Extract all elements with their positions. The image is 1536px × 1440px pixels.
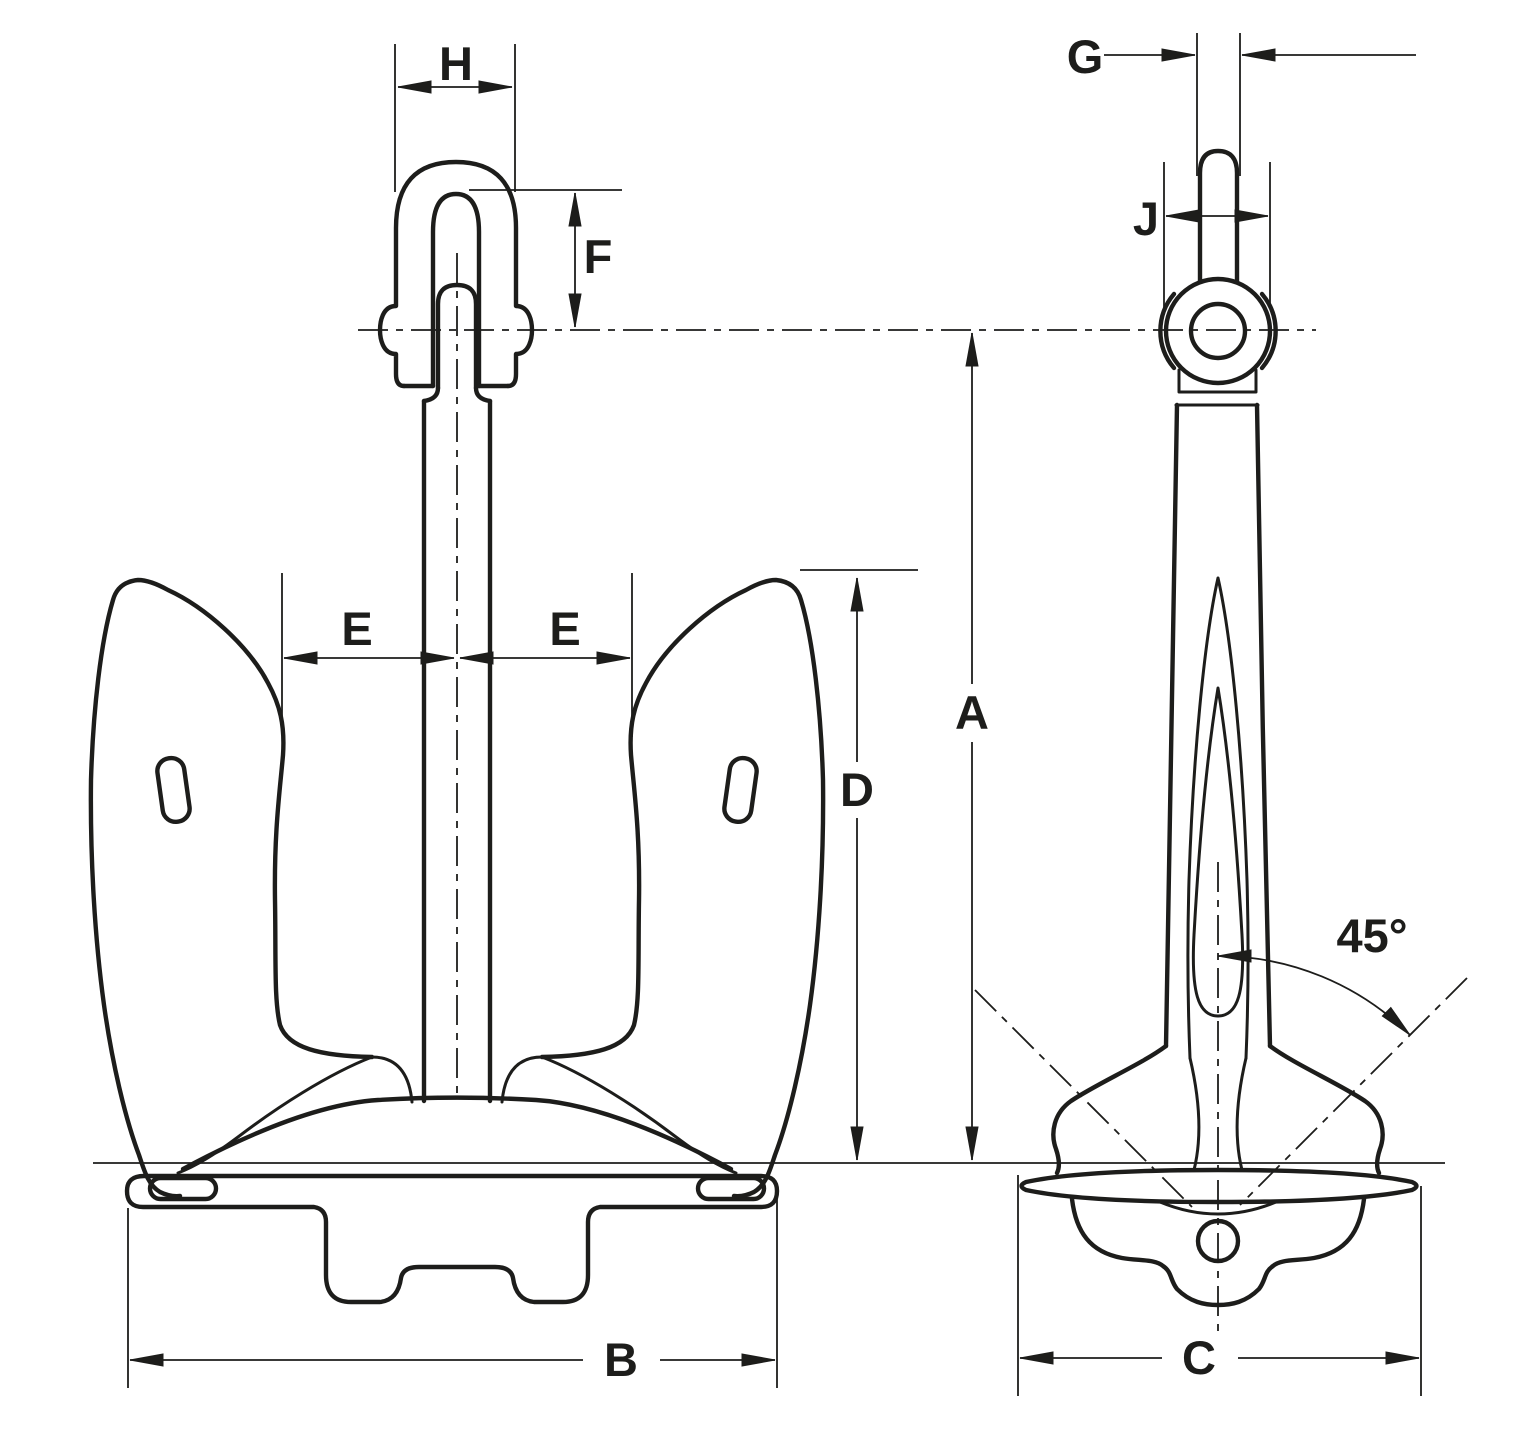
front-view xyxy=(88,159,826,1305)
side-shank-collar xyxy=(1174,368,1260,407)
front-crown-dome xyxy=(180,1095,734,1172)
dimension-label-angle: 45° xyxy=(1336,909,1407,962)
dimension-G: G xyxy=(1067,30,1416,176)
front-fluke-slot-right xyxy=(722,755,759,825)
side-crown-right xyxy=(1267,1043,1385,1176)
side-crown-saddle xyxy=(1158,1200,1278,1216)
dimension-H: H xyxy=(394,37,516,192)
dimension-F: F xyxy=(469,189,622,328)
front-fluke-right xyxy=(539,577,826,1199)
side-base-plate xyxy=(1019,1167,1419,1205)
dimension-label-D: D xyxy=(840,763,874,816)
front-shackle-outer xyxy=(377,159,535,389)
front-shank xyxy=(421,398,493,1104)
front-shackle-inner xyxy=(430,191,482,389)
front-fluke-slot-left xyxy=(155,755,192,825)
dimension-label-G: G xyxy=(1067,30,1104,83)
construction-lines xyxy=(358,253,1468,1333)
fluke-swing-line-right xyxy=(1239,977,1468,1206)
front-palm-slot-left xyxy=(147,1175,219,1202)
side-shank-eye xyxy=(1163,276,1273,386)
side-crown-inner-right xyxy=(1235,1056,1248,1172)
dimension-label-A: A xyxy=(955,686,989,739)
side-shank xyxy=(1163,402,1273,1049)
side-shackle-jaw-left xyxy=(1158,291,1177,371)
dimension-label-E-left: E xyxy=(341,602,372,655)
dimension-label-B: B xyxy=(604,1333,638,1386)
side-shank-web-inner xyxy=(1191,686,1245,1018)
front-arm-sweep-left xyxy=(176,1055,374,1175)
front-base-plate xyxy=(124,1173,780,1305)
dimension-C: C xyxy=(1017,1175,1422,1396)
side-crown-inner-left xyxy=(1188,1056,1201,1172)
side-shackle-jaw-right xyxy=(1259,291,1278,371)
dimension-label-J: J xyxy=(1133,192,1159,245)
front-shank-fillet-right xyxy=(500,1055,544,1104)
front-shank-tongue xyxy=(435,282,479,391)
side-shackle-pin xyxy=(1197,148,1240,285)
dimensions: H F E E D A xyxy=(127,30,1422,1396)
dimension-label-C: C xyxy=(1182,1331,1216,1384)
dimension-label-F: F xyxy=(584,230,613,283)
front-palm-slot-right xyxy=(695,1175,767,1202)
side-crown-left xyxy=(1051,1043,1169,1176)
dimension-E: E E xyxy=(281,573,633,737)
dimension-J: J xyxy=(1133,162,1271,308)
dimension-label-H: H xyxy=(439,37,473,90)
fluke-swing-line-left xyxy=(974,989,1193,1208)
front-shank-fillet-left xyxy=(370,1055,414,1104)
front-arm-sweep-right xyxy=(540,1055,738,1175)
dimension-label-E-right: E xyxy=(549,602,580,655)
side-shank-eye-hole xyxy=(1188,301,1248,361)
dimension-angle-45: 45° xyxy=(1217,909,1411,1036)
dimension-A: A xyxy=(955,332,989,1161)
dimension-B: B xyxy=(127,1196,778,1388)
front-fluke-left xyxy=(88,577,375,1199)
dimension-D: D xyxy=(800,569,918,1161)
side-view xyxy=(1019,148,1419,1308)
